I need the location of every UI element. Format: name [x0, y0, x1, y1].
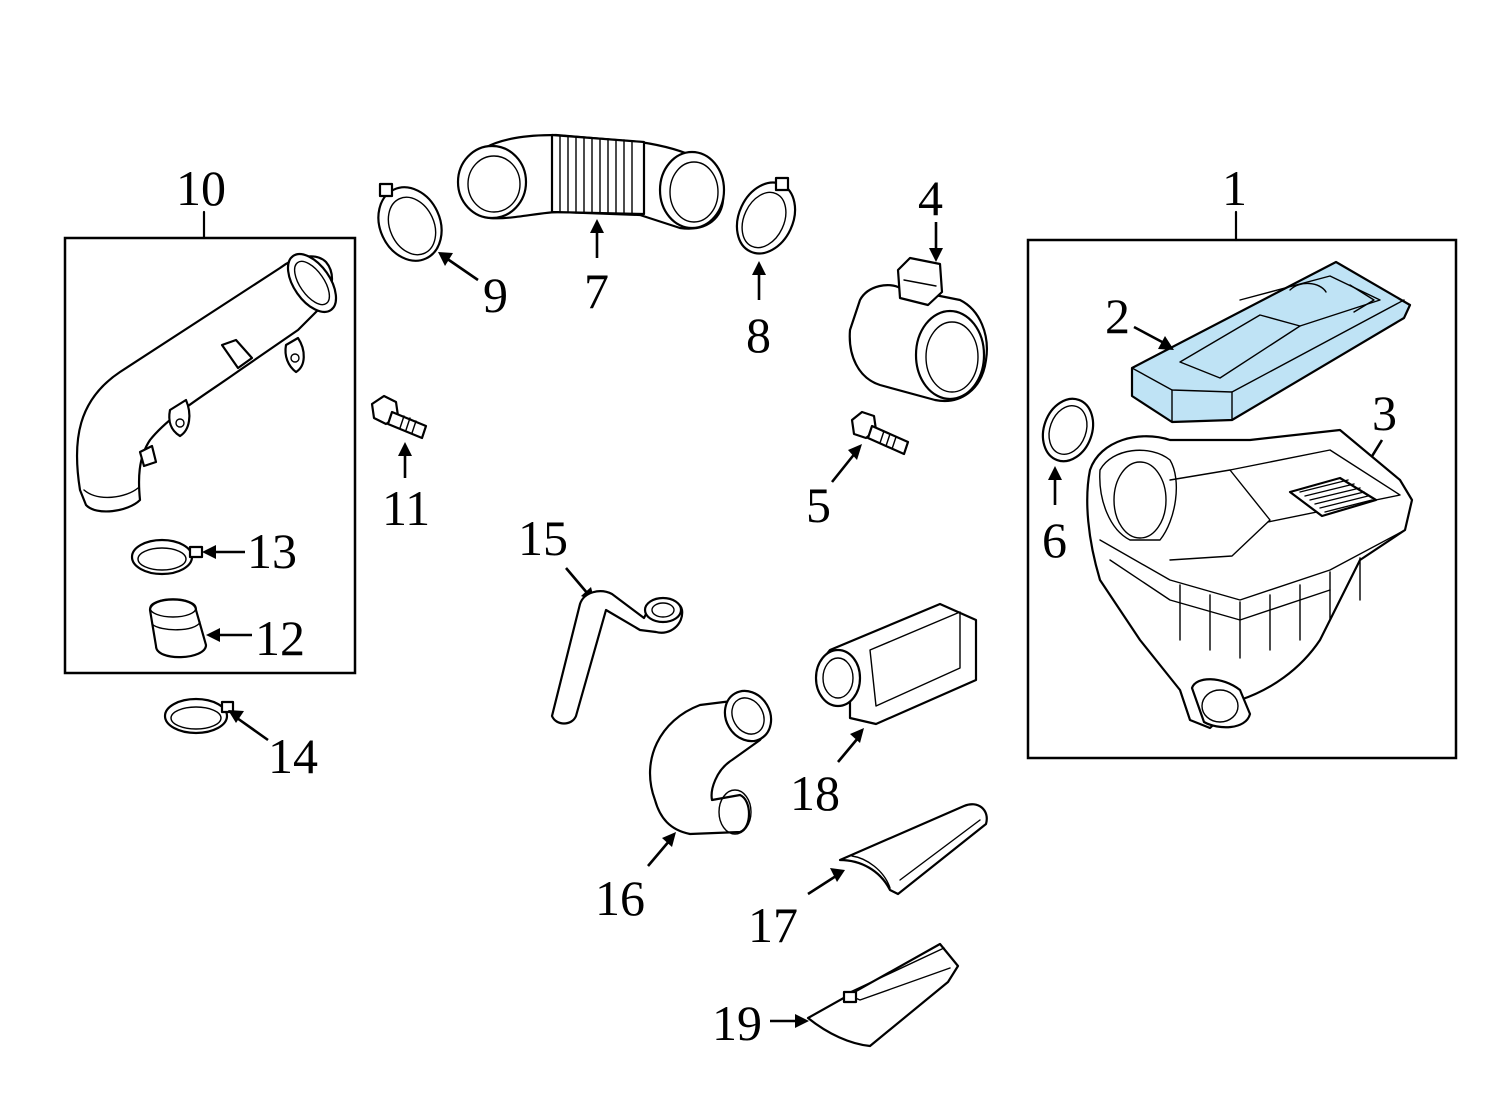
label-19: 19: [712, 995, 762, 1051]
label-14: 14: [268, 728, 318, 784]
label-12: 12: [255, 610, 305, 666]
label-5: 5: [806, 477, 831, 533]
part-8-clamp: [735, 176, 797, 255]
part-10-intake-tube: [75, 252, 338, 513]
label-17: 17: [748, 897, 798, 953]
label-13: 13: [247, 523, 297, 579]
part-5-bolt: [850, 410, 910, 456]
part-7-air-duct: [456, 133, 726, 230]
label-16: 16: [595, 870, 645, 926]
label-15: 15: [518, 510, 568, 566]
part-2-highlight: [1130, 260, 1412, 424]
part-19-resonator-cover: [806, 942, 960, 1048]
part-2-air-cleaner-cover: [1130, 260, 1412, 424]
label-1: 1: [1222, 160, 1247, 216]
air-cleaner-housing: [1086, 428, 1414, 730]
part-13-clamp: [130, 538, 204, 576]
label-4: 4: [918, 170, 943, 226]
label-2: 2: [1105, 288, 1130, 344]
label-6: 6: [1042, 512, 1067, 568]
label-10: 10: [176, 160, 226, 216]
label-18: 18: [790, 765, 840, 821]
part-3-filter-element: [1288, 476, 1378, 518]
part-11-bolt: [370, 394, 428, 440]
label-9: 9: [483, 267, 508, 323]
part-15-breather-hose: [550, 590, 684, 725]
part-17-shield: [838, 803, 988, 896]
group-box-10: [63, 236, 357, 675]
label-11: 11: [382, 480, 430, 536]
part-14-clamp: [163, 697, 235, 735]
label-7: 7: [584, 263, 609, 319]
group-box-1: [1026, 238, 1458, 760]
part-9-clamp: [377, 182, 443, 262]
part-12-coupler: [148, 598, 208, 659]
part-18-inlet-duct: [814, 602, 978, 726]
part-4-maf-sensor: [848, 256, 988, 403]
part-16-hose: [648, 689, 773, 836]
label-3: 3: [1372, 385, 1397, 441]
label-8: 8: [746, 307, 771, 363]
part-6-seal: [1041, 397, 1095, 463]
